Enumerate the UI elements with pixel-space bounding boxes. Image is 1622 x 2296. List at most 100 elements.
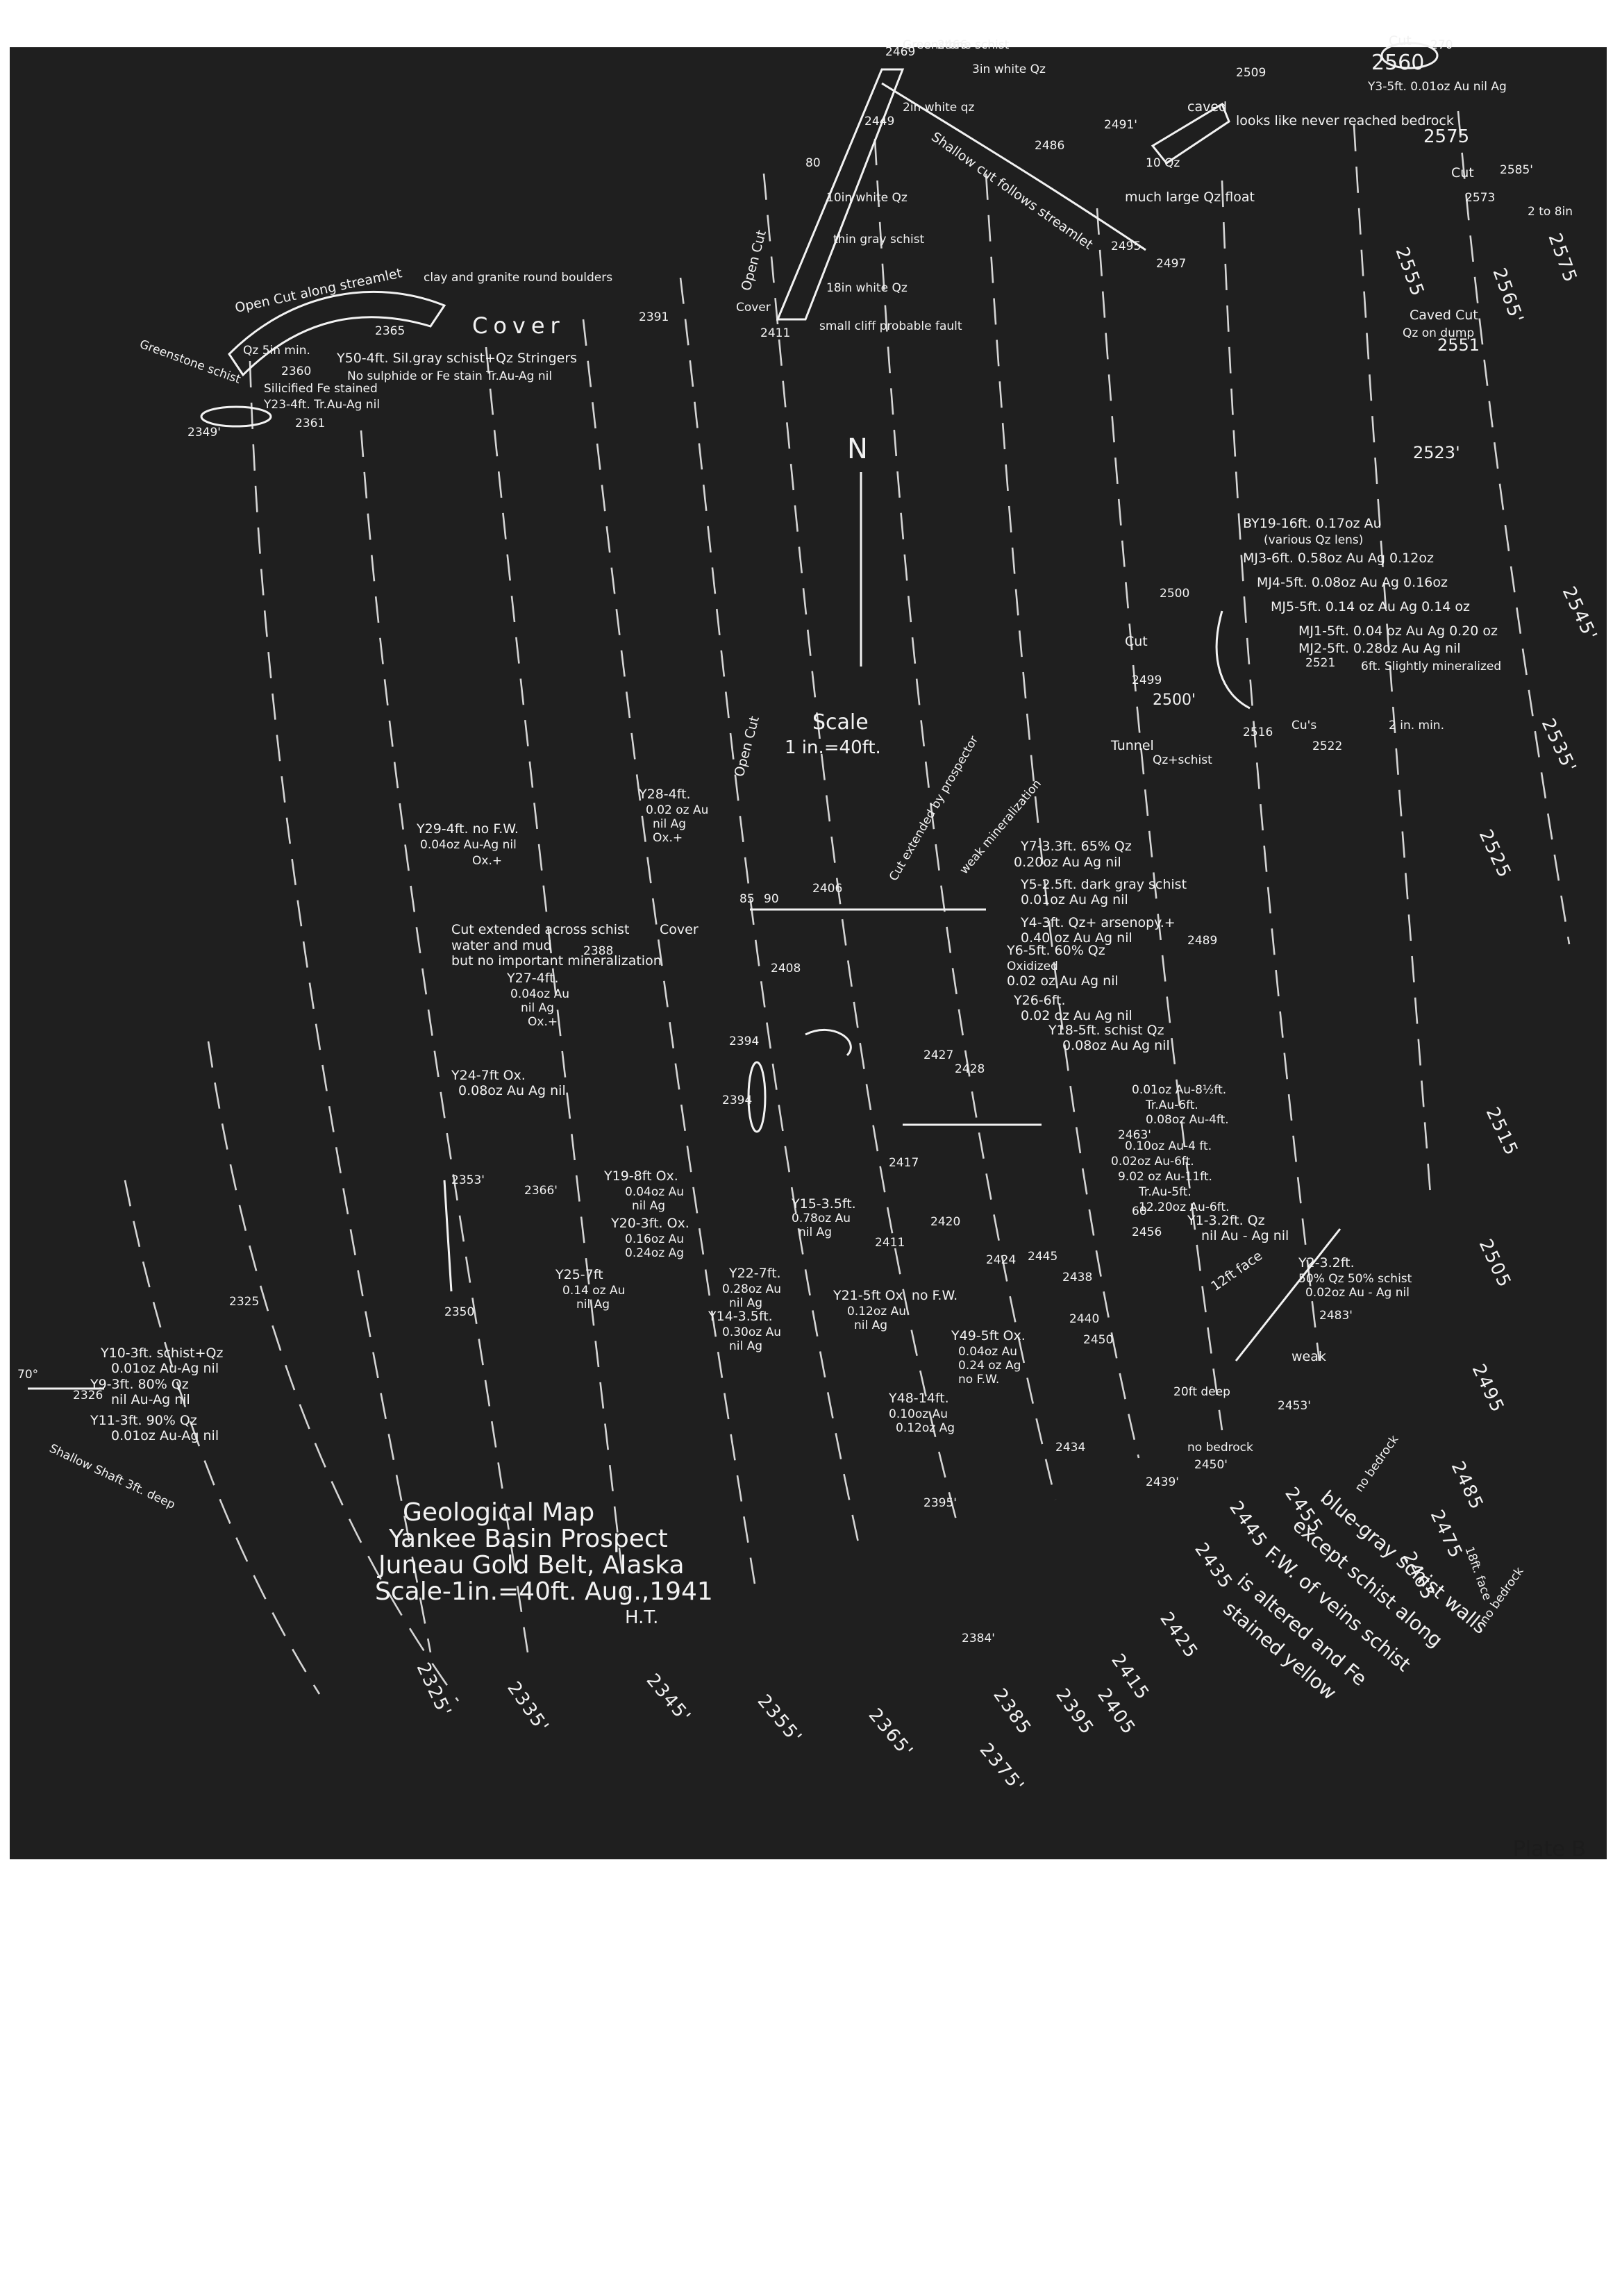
label-y25c: nil Ag xyxy=(576,1298,610,1312)
elev-2417: 2417 xyxy=(889,1156,919,1170)
label-y11b: 0.01oz Au-Ag nil xyxy=(111,1428,219,1443)
label-by19: BY19-16ft. 0.17oz Au xyxy=(1243,516,1382,531)
elev-2495r: 2495 xyxy=(1468,1361,1509,1416)
elev-2575r: 2575 xyxy=(1544,231,1581,286)
elev-2516: 2516 xyxy=(1243,726,1273,739)
elev-2500: 2500 xyxy=(1160,587,1189,601)
label-assay-02: 0.02oz Au-6ft. xyxy=(1111,1155,1194,1168)
elev-2326: 2326 xyxy=(73,1389,103,1402)
label-y29c: Ox.+ xyxy=(472,854,502,868)
label-y25: Y25-7ft xyxy=(555,1267,603,1282)
title-line-1: Geological Map xyxy=(403,1498,594,1527)
elev-2388: 2388 xyxy=(583,944,613,958)
label-y48: Y48-14ft. xyxy=(888,1391,949,1406)
label-y14: Y14-3.5ft. xyxy=(708,1309,773,1324)
elev-2385: 2385 xyxy=(989,1685,1035,1739)
elev-2411b: 2411 xyxy=(875,1236,905,1250)
label-y2: Y2-3.2ft. xyxy=(1298,1255,1355,1271)
label-looks-like: looks like never reached bedrock xyxy=(1236,113,1454,128)
open-cut-vertical-label: Open Cut xyxy=(732,714,762,778)
label-silicified: Silicified Fe stained xyxy=(264,382,378,396)
elev-2425: 2425 xyxy=(1155,1609,1202,1663)
label-y23: Y23-4ft. Tr.Au-Ag nil xyxy=(263,398,380,412)
title-block: Geological Map Yankee Basin Prospect Jun… xyxy=(375,1498,713,1628)
elev-2497: 2497 xyxy=(1156,257,1186,271)
north-arrow-label: N xyxy=(847,433,868,465)
label-assay-9: 9.02 oz Au-11ft. xyxy=(1118,1170,1212,1184)
elev-2420: 2420 xyxy=(930,1215,960,1229)
label-y48b: 0.10oz Au xyxy=(889,1407,948,1421)
elev-2394: 2394 xyxy=(722,1093,752,1107)
elev-2440: 2440 xyxy=(1069,1312,1099,1326)
geological-map: N Scale 1 in.=40ft. Geological Map Yanke… xyxy=(17,33,1601,1797)
elev-23940: 2394 xyxy=(729,1034,759,1048)
top-annotations: Open Cut Shallow cut follows streamlet G… xyxy=(736,33,1573,340)
label-18in-white-qz: 18in white Qz xyxy=(826,281,908,295)
label-cut-top: Cut xyxy=(1389,33,1412,49)
elev-2408: 2408 xyxy=(771,962,801,975)
title-line-5: H.T. xyxy=(625,1607,658,1628)
label-y3: Y3-5ft. 0.01oz Au nil Ag xyxy=(1367,80,1507,94)
schist-note: blue-gray schist walls except schist alo… xyxy=(1219,1486,1492,1704)
elev-2450b: 2450' xyxy=(1194,1458,1228,1472)
elev-2366: 2366' xyxy=(524,1184,558,1198)
label-y19: Y19-8ft Ox. xyxy=(603,1168,678,1184)
elev-2395b: 2395' xyxy=(923,1496,957,1510)
label-y1: Y1-3.2ft. Qz xyxy=(1187,1213,1265,1228)
label-shallow-cut: Shallow cut follows streamlet xyxy=(928,129,1096,253)
label-y4b: 0.40 oz Au Ag nil xyxy=(1021,930,1132,946)
elev-2585: 2585' xyxy=(1500,163,1533,177)
label-y27: Y27-4ft. xyxy=(506,971,559,986)
elev-2485: 2485 xyxy=(1447,1458,1488,1514)
label-y29: Y29-4ft. no F.W. xyxy=(416,821,519,837)
label-mj5: MJ5-5ft. 0.14 oz Au Ag 0.14 oz xyxy=(1271,599,1470,614)
elev-2375: 2375' xyxy=(976,1739,1029,1797)
elev-2355: 2355' xyxy=(753,1691,807,1748)
label-y49: Y49-5ft Ox. xyxy=(951,1328,1026,1343)
title-line-3: Juneau Gold Belt, Alaska xyxy=(377,1551,685,1579)
page-margin xyxy=(0,1859,1622,2296)
elev-2353: 2353' xyxy=(451,1173,485,1187)
elev-2411: 2411 xyxy=(760,326,790,340)
label-y49d: no F.W. xyxy=(958,1373,999,1386)
elev-2499: 2499 xyxy=(1132,673,1162,687)
label-y5: Y5-2.5ft. dark gray schist xyxy=(1020,877,1187,892)
label-assay-tr: Tr.Au-6ft. xyxy=(1145,1098,1198,1112)
label-y26b: 0.02 oz Au Ag nil xyxy=(1021,1008,1132,1023)
elev-2555: 2555 xyxy=(1391,244,1428,300)
elev-2551: 2551 xyxy=(1437,335,1480,355)
label-y18b: 0.08oz Au Ag nil xyxy=(1062,1038,1170,1053)
label-y28b: 0.02 oz Au xyxy=(646,803,708,817)
mj-annotations: BY19-16ft. 0.17oz Au (various Qz lens) M… xyxy=(1110,516,1501,767)
label-clay-boulders: clay and granite round boulders xyxy=(424,271,612,285)
label-mj4: MJ4-5ft. 0.08oz Au Ag 0.16oz xyxy=(1257,575,1448,590)
label-caved: caved xyxy=(1187,99,1227,115)
elev-2391: 2391 xyxy=(639,310,669,324)
elev-2349: 2349' xyxy=(187,426,221,439)
label-y14b: 0.30oz Au xyxy=(722,1325,781,1339)
label-y18: Y18-5ft. schist Qz xyxy=(1048,1023,1164,1038)
label-y2b: 50% Qz 50% schist xyxy=(1298,1272,1412,1286)
label-mj-lens: (various Qz lens) xyxy=(1264,533,1363,547)
label-tunnel: Tunnel xyxy=(1110,738,1154,753)
elev-2463: 2463' xyxy=(1118,1128,1151,1142)
label-qz-min: Qz 5in min. xyxy=(243,344,310,358)
label-y25b: 0.14 oz Au xyxy=(562,1284,625,1298)
scale-label: Scale xyxy=(812,710,869,735)
elev-2325b: 2325 xyxy=(229,1295,259,1309)
label-2-to-8in: 2 to 8in xyxy=(1528,205,1573,219)
label-thin-gray-schist: thin gray schist xyxy=(833,233,925,246)
contour-lines xyxy=(124,110,1571,1702)
label-y6: Y6-5ft. 60% Qz xyxy=(1006,943,1105,958)
label-mj3: MJ3-6ft. 0.58oz Au Ag 0.12oz xyxy=(1243,551,1434,566)
label-20ft-deep: 20ft deep xyxy=(1173,1385,1230,1399)
dip-85: 85 xyxy=(739,892,755,906)
elev-2522: 2522 xyxy=(1312,739,1342,753)
elev-2325: 2325' xyxy=(412,1659,455,1720)
label-y29b: 0.04oz Au-Ag nil xyxy=(420,838,517,852)
label-y10b: 0.01oz Au-Ag nil xyxy=(111,1361,219,1376)
label-y6b: Oxidized xyxy=(1007,960,1058,973)
label-y20b: 0.16oz Au xyxy=(625,1232,684,1246)
label-y50: Y50-4ft. Sil.gray schist+Qz Stringers xyxy=(336,351,577,366)
dip-marks: 85 90 80 60 xyxy=(739,156,1147,1218)
